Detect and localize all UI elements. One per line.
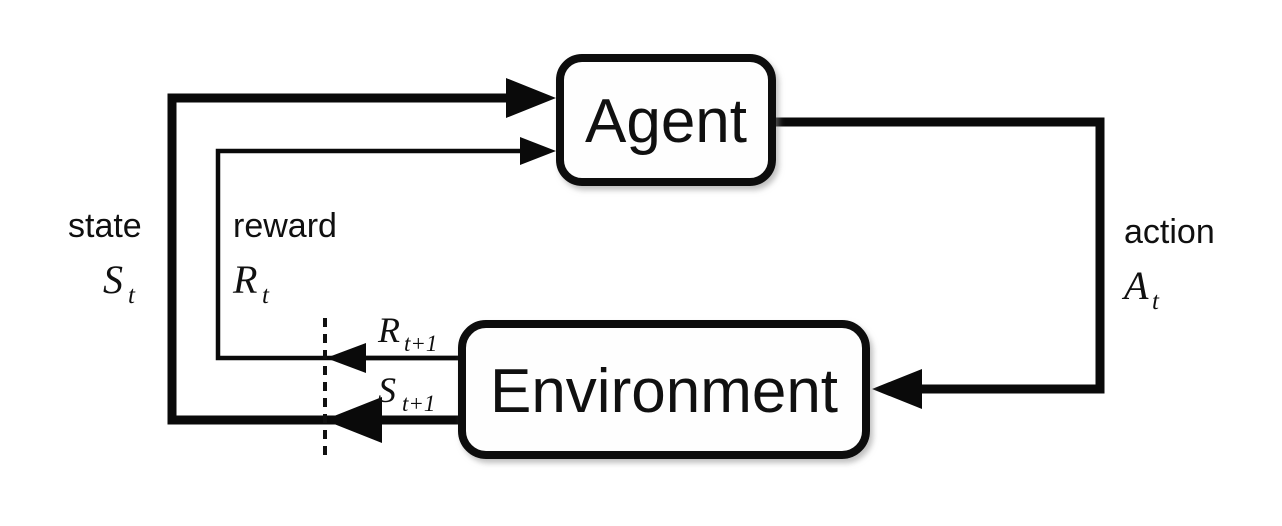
reward-arrowhead-icon [520, 137, 556, 165]
state-word-label: state [68, 207, 142, 245]
label-action: action A t [1121, 213, 1215, 315]
node-environment[interactable]: Environment [458, 320, 870, 459]
agent-label: Agent [585, 87, 747, 156]
edge-action [772, 117, 1105, 409]
action-edge-line [772, 117, 1105, 394]
label-reward-next: R t+1 [377, 310, 437, 356]
edge-reward-next [326, 343, 462, 373]
state-symbol-label: S [103, 257, 123, 302]
edge-state [167, 78, 556, 425]
action-symbol-label: A [1121, 263, 1149, 308]
label-state-next: S t+1 [378, 370, 435, 416]
environment-box[interactable] [458, 320, 870, 459]
action-word-label: action [1124, 213, 1215, 251]
node-agent[interactable]: Agent [556, 54, 776, 186]
action-arrowhead-icon [872, 369, 922, 409]
action-subscript-label: t [1152, 288, 1160, 315]
reward-next-subscript-label: t+1 [404, 331, 437, 356]
state-next-arrowhead-icon [324, 397, 382, 443]
reward-next-symbol-label: R [377, 310, 400, 350]
label-state: state S t [68, 207, 142, 309]
label-reward: reward R t [232, 207, 337, 309]
reward-symbol-label: R [232, 257, 257, 302]
edge-state-next [324, 397, 462, 443]
reward-subscript-label: t [262, 282, 270, 309]
reward-word-label: reward [233, 207, 337, 245]
state-edge-line [167, 93, 520, 425]
reward-next-arrowhead-icon [326, 343, 366, 373]
environment-label: Environment [490, 357, 838, 426]
state-next-subscript-label: t+1 [402, 391, 435, 416]
state-subscript-label: t [128, 282, 136, 309]
agent-box[interactable] [556, 54, 776, 186]
state-next-symbol-label: S [378, 370, 396, 410]
state-arrowhead-icon [506, 78, 556, 118]
